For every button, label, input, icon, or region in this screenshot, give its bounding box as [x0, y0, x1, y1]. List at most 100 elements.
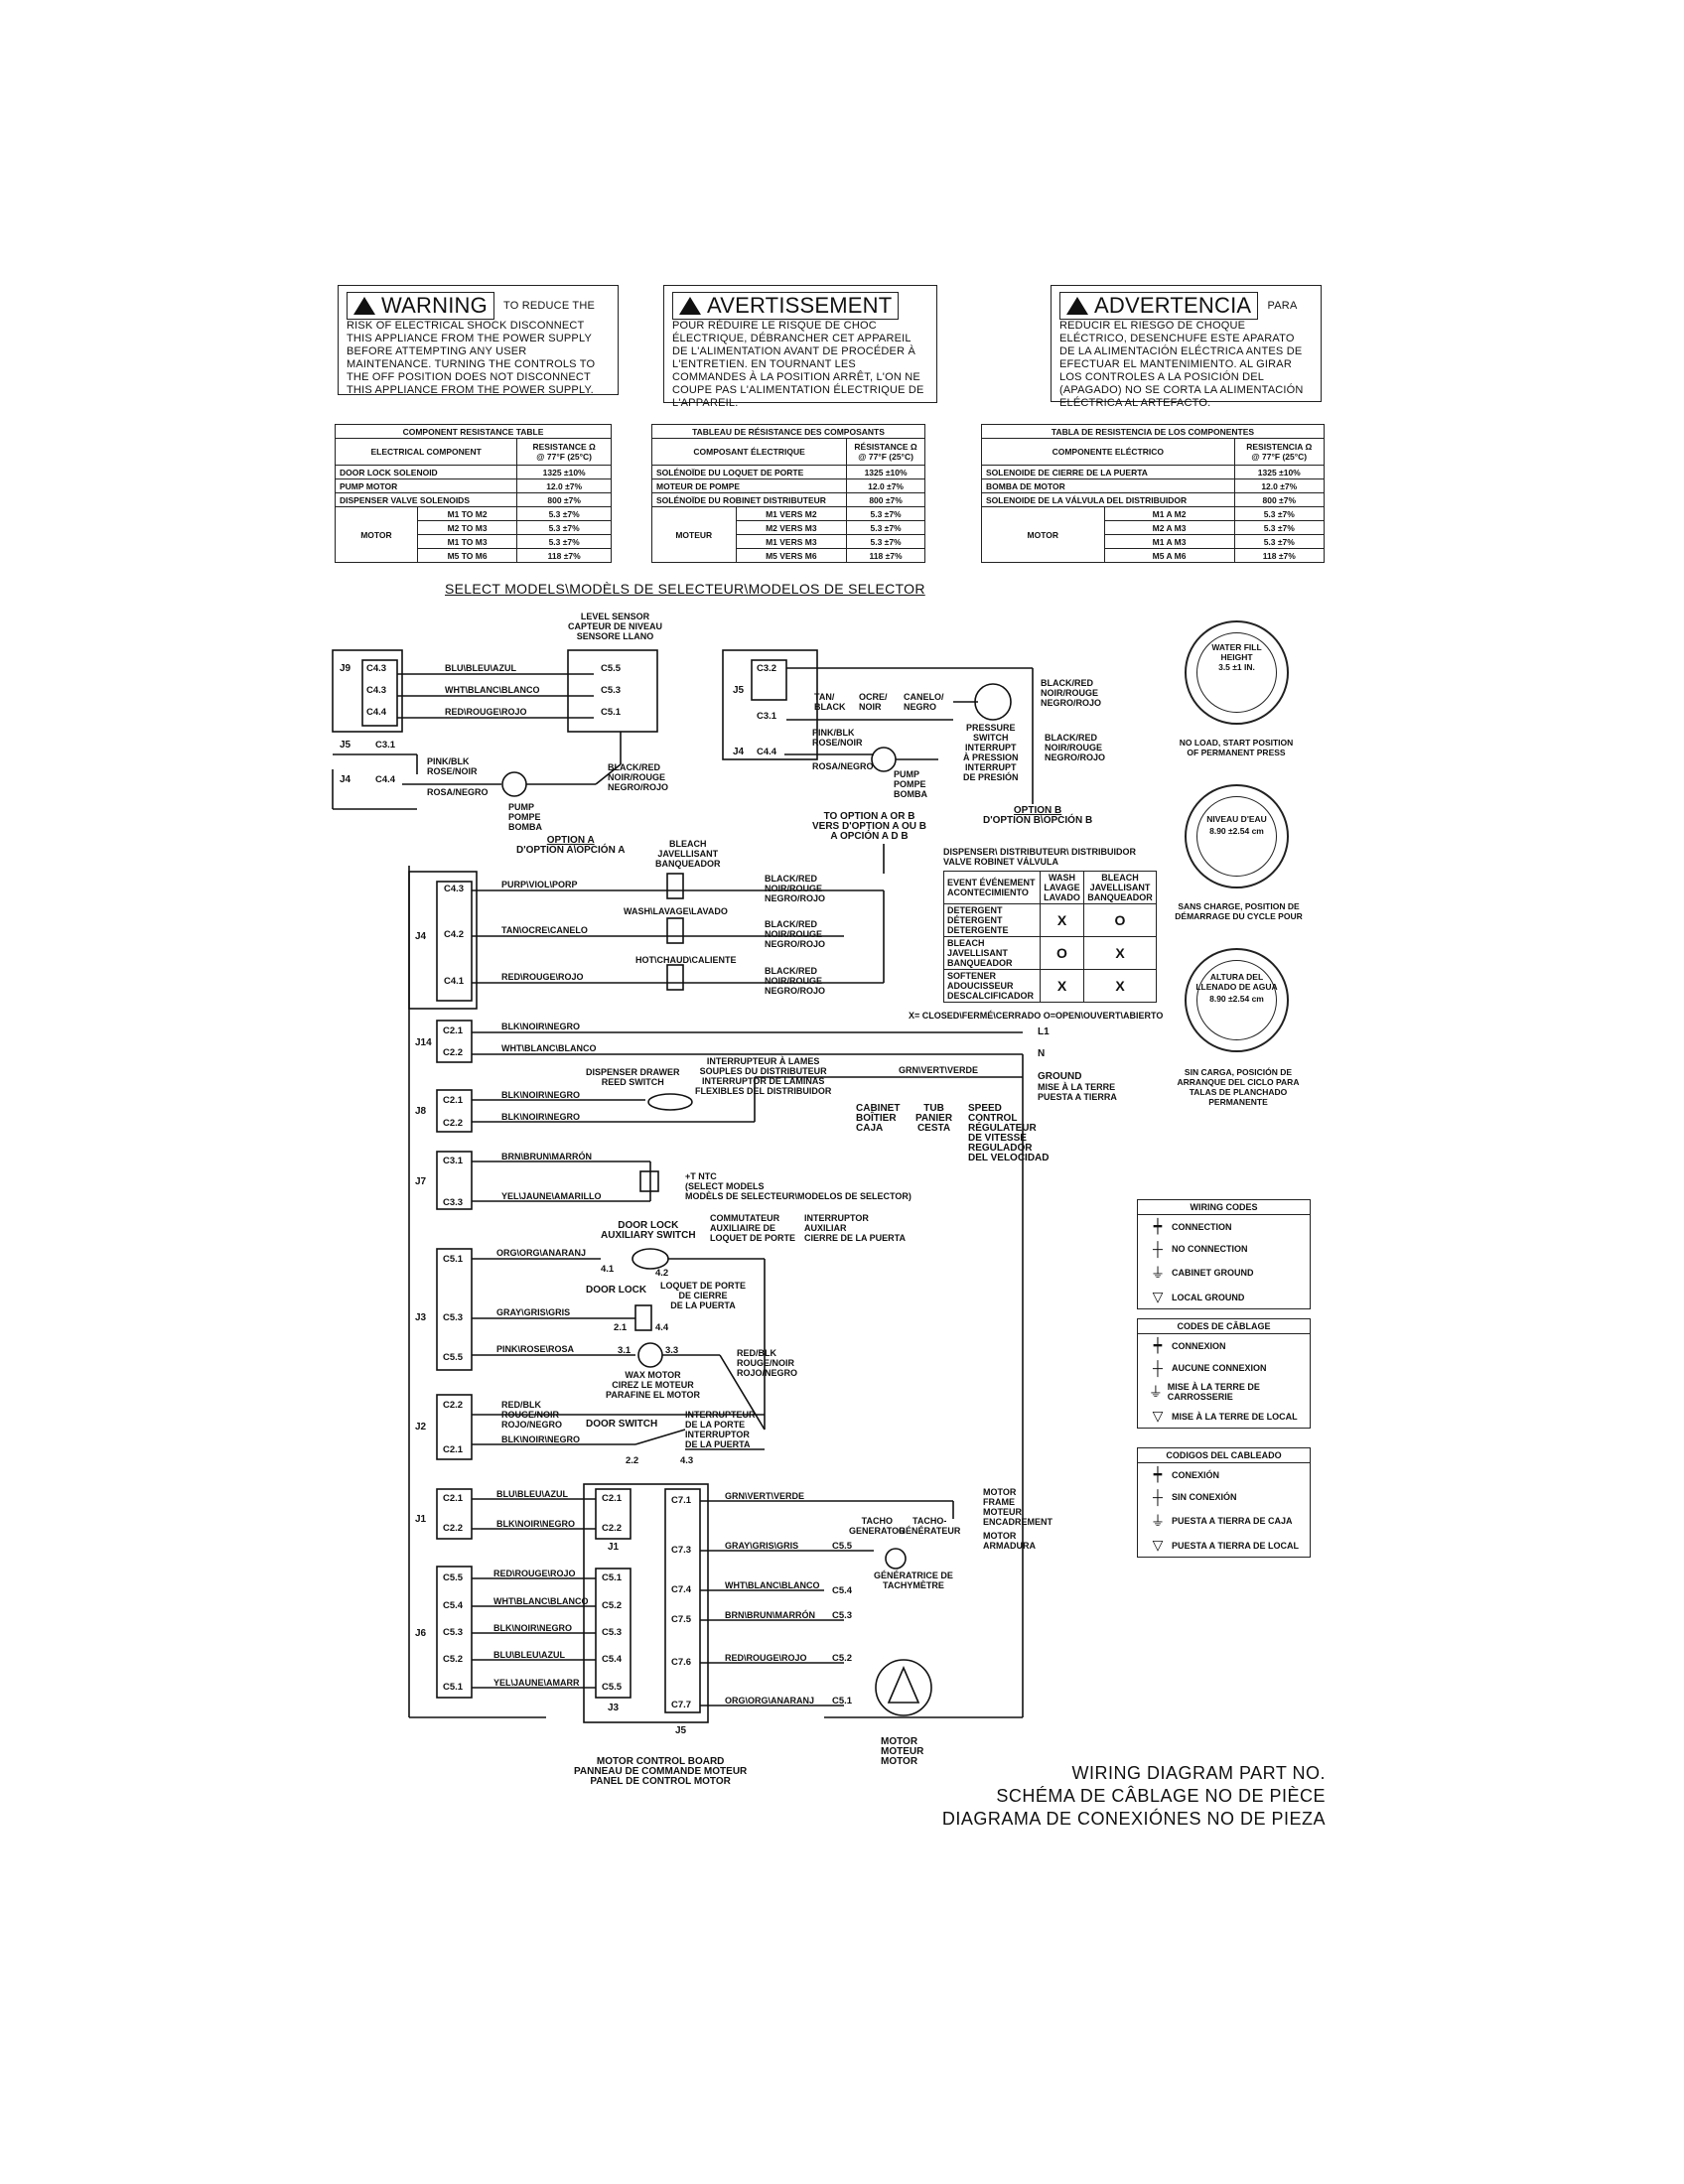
label-line: MOTEUR: [983, 1507, 1022, 1517]
bleach-valve-label: BLEACH JAVELLISANT BANQUEADOR: [655, 839, 721, 869]
label-line: TACHO-: [912, 1516, 947, 1526]
label-line: NOIR/ROUGE: [1045, 743, 1103, 752]
wire-label: GRN\VERT\VERDE: [725, 1491, 805, 1501]
label-line: REED SWITCH: [601, 1077, 664, 1087]
pump-motor-label: PUMP POMPE BOMBA: [894, 769, 927, 799]
label-line: INTERRUPTOR: [685, 1430, 750, 1439]
pin-label: C5.5: [443, 1352, 464, 1363]
warning-header: AVERTISSEMENT: [672, 292, 900, 320]
label-line: DE LA PORTE: [685, 1420, 746, 1430]
label-line: ROJO/NEGRO: [737, 1368, 798, 1378]
label-line: MOTOR CONTROL BOARD: [596, 1756, 725, 1767]
legend-text: AUCUNE CONNEXION: [1172, 1363, 1267, 1373]
label-line: +T NTC: [685, 1171, 717, 1181]
label-line: TUB: [923, 1103, 944, 1114]
label-line: SPEED: [968, 1103, 1002, 1114]
wire-label: YEL\JAUNE\AMARILLO: [501, 1191, 602, 1201]
connector-j5: J5: [733, 685, 745, 696]
label-line: BLACK/RED: [765, 966, 817, 976]
water-height-dial-fr: NIVEAU D'EAU 8.90 ±2.54 cm: [1185, 784, 1289, 888]
pump-wire-label: ROSA/NEGRO: [427, 787, 489, 797]
label-line: NOIR/ROUGE: [765, 929, 823, 939]
label-line: NOIR/ROUGE: [765, 884, 823, 893]
resistance-table-en: COMPONENT RESISTANCE TABLE ELECTRICAL CO…: [334, 424, 612, 563]
legend-row: ⏚CABINET GROUND: [1138, 1260, 1310, 1286]
label-line: DISPENSER\ DISTRIBUTEUR\ DISTRIBUIDOR: [943, 847, 1137, 857]
wire-label: GRAY\GRIS\GRIS: [496, 1307, 571, 1317]
label-line: REGULADOR: [968, 1143, 1033, 1154]
table-header: ELECTRICAL COMPONENT: [334, 438, 518, 466]
label-line: BLEACH: [669, 839, 707, 849]
label-line: BOMBA: [894, 789, 927, 799]
terminal-label: 3.1: [618, 1345, 632, 1356]
table-cell: DETERGENT DÉTERGENT DETERGENTE: [943, 903, 1041, 937]
label-line: D'OPTION A\OPCIÓN A: [516, 845, 626, 856]
label-line: CONTROL: [968, 1113, 1018, 1124]
terminal-label: 4.2: [655, 1268, 669, 1279]
label-line: DE VITESSE: [968, 1133, 1027, 1144]
label-line: NOIR/ROUGE: [765, 976, 823, 986]
label-line: CIREZ LE MOTEUR: [612, 1380, 694, 1390]
pin-label: C5.4: [832, 1585, 853, 1596]
label-line: ROSE/NOIR: [812, 738, 863, 748]
connector-j4: J4: [340, 774, 351, 785]
pin-label: C5.3: [443, 1312, 464, 1323]
option-b-title: OPTION B D'OPTION B\OPCIÓN B: [983, 806, 1092, 826]
legend-row: ┼SIN CONEXIÓN: [1138, 1486, 1310, 1508]
label-line: MOTOR: [881, 1756, 918, 1767]
legend-row: ▽PUESTA A TIERRA DE LOCAL: [1138, 1534, 1310, 1557]
label-line: (SELECT MODELS: [685, 1181, 765, 1191]
label-line: POMPE: [894, 779, 926, 789]
pin-label: C2.2: [443, 1118, 464, 1129]
pin-label: C4.1: [444, 976, 465, 987]
connector-j3: J3: [415, 1312, 427, 1323]
header-line: @ 77°F (25°C): [536, 452, 592, 462]
neutral-label: N: [1038, 1048, 1046, 1059]
warning-box-en: WARNING TO REDUCE THE RISK OF ELECTRICAL…: [338, 285, 619, 396]
connection-icon: ┿: [1153, 1218, 1163, 1234]
label-line: DEL VELOCIDAD: [968, 1153, 1050, 1163]
wire-label: CANELO/NEGRO: [904, 692, 944, 712]
label-line: INTERRUPTEUR À LAMES: [706, 1056, 820, 1066]
label-line: PANEL DE CONTROL MOTOR: [590, 1776, 731, 1787]
pin-label: C4.4: [757, 747, 777, 757]
label-line: SENSORE LLANO: [576, 631, 654, 641]
warning-triangle-icon: [353, 297, 375, 315]
terminal-label: 2.1: [614, 1322, 628, 1333]
no-connection-icon: ┼: [1153, 1489, 1163, 1505]
terminal-label: 4.1: [601, 1264, 615, 1275]
label-line: DOOR LOCK: [618, 1220, 679, 1231]
legend-text: CONNECTION: [1172, 1221, 1232, 1232]
wire-label: BLK\NOIR\NEGRO: [501, 1090, 581, 1100]
label-line: MOTOR: [983, 1531, 1017, 1541]
wiring-codes-en: WIRING CODES ┿CONNECTION ┼NO CONNECTION …: [1137, 1199, 1311, 1309]
label-line: DISPENSER DRAWER: [586, 1067, 680, 1077]
label-line: INTERRUPT: [965, 743, 1017, 752]
label-line: PUESTA A TIERRA: [1038, 1092, 1117, 1102]
dial-text: NIVEAU D'EAU: [1206, 814, 1267, 824]
wire-label: RED\ROUGE\ROJO: [725, 1653, 807, 1663]
wire-label: BLU\BLEU\AZUL: [493, 1650, 565, 1660]
label-line: BANQUEADOR: [655, 859, 721, 869]
wire-label: BRN\BRUN\MARRÓN: [501, 1152, 592, 1161]
label-line: INTERRUPT: [965, 762, 1017, 772]
label-line: GÉNÉRATEUR: [899, 1526, 961, 1536]
legend-row: ▽MISE À LA TERRE DE LOCAL: [1138, 1405, 1310, 1428]
pin-label: C2.1: [443, 1025, 464, 1036]
terminal-label: 3.3: [665, 1345, 679, 1356]
pin-label: C7.6: [671, 1657, 692, 1668]
pin-label: C5.5: [832, 1541, 853, 1552]
pin-label: C7.7: [671, 1700, 692, 1710]
pin-label: C5.1: [443, 1254, 464, 1265]
pin-label: C4.3: [366, 685, 387, 696]
label-line: NEGRO/ROJO: [1045, 752, 1106, 762]
pin-label: C5.3: [602, 1627, 623, 1638]
legend-row: ┼AUCUNE CONNEXION: [1138, 1357, 1310, 1379]
table-cell: O: [1040, 936, 1084, 970]
dial-text: 3.5 ±1 IN.: [1218, 662, 1255, 672]
terminal-label: 4.3: [680, 1455, 694, 1466]
pin-label: C5.5: [443, 1572, 464, 1583]
